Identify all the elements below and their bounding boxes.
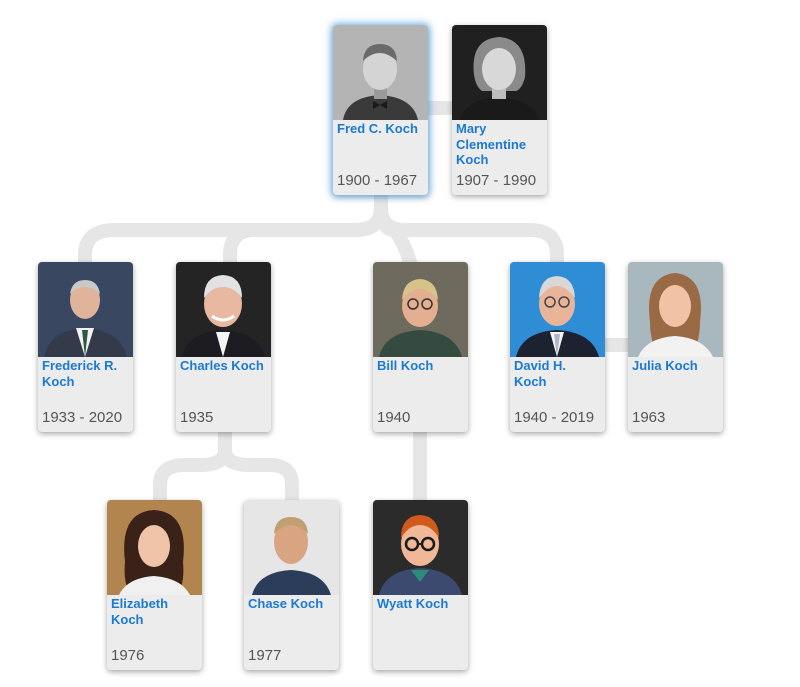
person-name-frederick[interactable]: Frederick R. Koch xyxy=(42,358,118,389)
person-name-mary[interactable]: Mary Clementine Koch xyxy=(456,121,527,167)
portrait-photo-mary xyxy=(452,25,547,120)
person-name-bill[interactable]: Bill Koch xyxy=(377,358,434,373)
portrait-photo-fred xyxy=(333,25,428,120)
person-dates-chase: 1977 xyxy=(248,647,282,664)
person-card-chase[interactable]: Chase Koch 1977 xyxy=(244,500,339,670)
person-name-julia[interactable]: Julia Koch xyxy=(632,358,698,373)
person-name-david[interactable]: David H. Koch xyxy=(514,358,567,389)
person-dates-julia: 1963 xyxy=(632,409,666,426)
portrait-photo-julia xyxy=(628,262,723,357)
person-dates-charles: 1935 xyxy=(180,409,214,426)
person-name-wyatt[interactable]: Wyatt Koch xyxy=(377,596,449,611)
portrait-photo-david xyxy=(510,262,605,357)
parent-link-david xyxy=(374,201,564,269)
portrait-photo-elizabeth xyxy=(107,500,202,595)
person-name-elizabeth[interactable]: Elizabeth Koch xyxy=(111,596,169,627)
person-card-fred[interactable]: Fred C. Koch 1900 - 1967 xyxy=(333,25,428,195)
person-dates-elizabeth: 1976 xyxy=(111,647,145,664)
portrait-photo-frederick xyxy=(38,262,133,357)
portrait-photo-bill xyxy=(373,262,468,357)
person-card-elizabeth[interactable]: Elizabeth Koch 1976 xyxy=(107,500,202,670)
person-card-david[interactable]: David H. Koch 1940 - 2019 xyxy=(510,262,605,432)
person-name-charles[interactable]: Charles Koch xyxy=(180,358,264,373)
person-dates-david: 1940 - 2019 xyxy=(514,409,595,426)
portrait-photo-charles xyxy=(176,262,271,357)
parent-link-elizabeth xyxy=(153,425,232,507)
portrait-photo-wyatt xyxy=(373,500,468,595)
person-dates-mary: 1907 - 1990 xyxy=(456,172,537,189)
person-card-wyatt[interactable]: Wyatt Koch xyxy=(373,500,468,670)
parent-link-chase xyxy=(218,443,299,507)
person-name-chase[interactable]: Chase Koch xyxy=(248,596,324,611)
person-name-fred[interactable]: Fred C. Koch xyxy=(337,121,418,136)
person-card-mary[interactable]: Mary Clementine Koch 1907 - 1990 xyxy=(452,25,547,195)
person-card-bill[interactable]: Bill Koch 1940 xyxy=(373,262,468,432)
person-dates-frederick: 1933 - 2020 xyxy=(42,409,123,426)
person-card-julia[interactable]: Julia Koch 1963 xyxy=(628,262,723,432)
person-card-charles[interactable]: Charles Koch 1935 xyxy=(176,262,271,432)
person-dates-bill: 1940 xyxy=(377,409,411,426)
parent-link-charles xyxy=(223,201,388,269)
portrait-photo-chase xyxy=(244,500,339,595)
person-card-frederick[interactable]: Frederick R. Koch 1933 - 2020 xyxy=(38,262,133,432)
person-dates-fred: 1900 - 1967 xyxy=(337,172,418,189)
